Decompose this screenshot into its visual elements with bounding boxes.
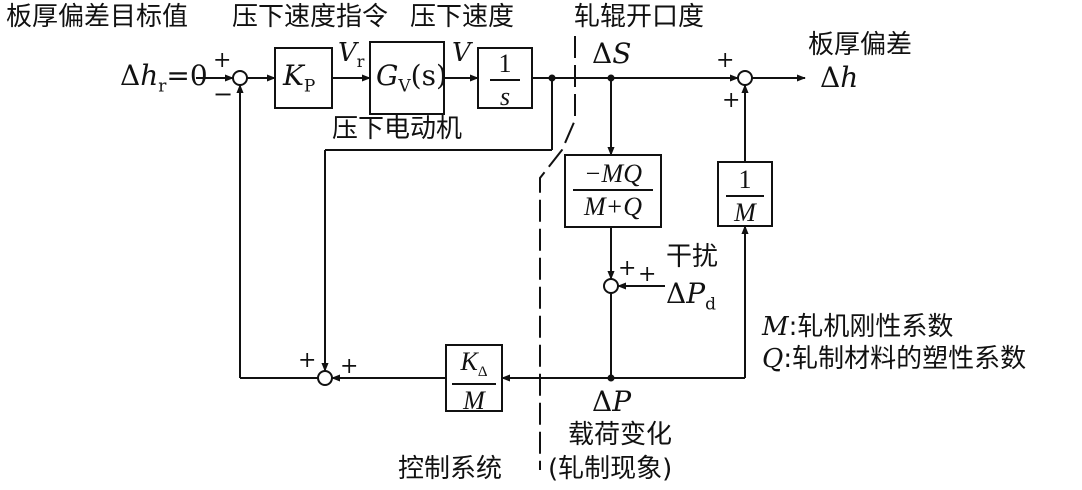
- delta-h-output-label: Δh: [820, 61, 859, 94]
- thickness-error-label: 板厚偏差: [808, 30, 913, 60]
- kp-label: KP: [283, 59, 316, 97]
- v-signal-label: V: [452, 38, 471, 68]
- header-speed: 压下速度: [410, 2, 515, 32]
- legend-m: M:轧机刚性系数: [762, 312, 954, 342]
- delta-pd-label: ΔPd: [666, 277, 716, 315]
- sign-j4-left: +: [298, 348, 317, 373]
- ka-fraction: KΔ M: [446, 348, 502, 414]
- sign-j3-right: +: [638, 262, 657, 287]
- sum-junction-2: [737, 70, 753, 86]
- invm-fraction: 1 M: [718, 166, 772, 227]
- system-boundary-line: [539, 36, 576, 470]
- sign-j4-right: +: [340, 354, 359, 379]
- load-change-label: 载荷变化: [568, 420, 673, 450]
- sum-junction-3: [603, 278, 619, 294]
- gv-label: GV(s): [376, 59, 447, 97]
- branch-point-dp: [607, 374, 615, 382]
- sum-junction-4: [317, 370, 333, 386]
- sign-j1-top: +: [213, 48, 232, 73]
- sign-j1-bottom: −: [213, 80, 234, 108]
- branch-point-ds: [607, 74, 615, 82]
- motor-label: 压下电动机: [332, 114, 463, 144]
- sign-j2-bottom: +: [722, 88, 741, 113]
- control-system-label: 控制系统: [398, 454, 503, 484]
- header-error-target: 板厚偏差目标值: [6, 2, 189, 32]
- rolling-phenomenon-label: (轧制现象): [548, 454, 673, 484]
- delta-s-label: ΔS: [592, 37, 632, 70]
- header-speed-command: 压下速度指令: [232, 2, 389, 32]
- vr-signal-label: Vr: [338, 38, 365, 72]
- disturbance-label: 干扰: [666, 242, 719, 272]
- header-roll-gap: 轧辊开口度: [574, 2, 705, 32]
- delta-p-label: ΔP: [592, 385, 632, 418]
- sign-j2-top: +: [716, 48, 735, 73]
- legend-q: Q:轧制材料的塑性系数: [762, 344, 1027, 374]
- integrator-fraction: 1 s: [478, 50, 532, 111]
- sum-junction-1: [232, 70, 248, 86]
- mq-fraction: −MQ M+Q: [565, 160, 661, 221]
- branch-point-integrator: [548, 74, 556, 82]
- reference-input-label: Δhr=0: [120, 59, 208, 97]
- sign-j3-left: +: [618, 256, 637, 281]
